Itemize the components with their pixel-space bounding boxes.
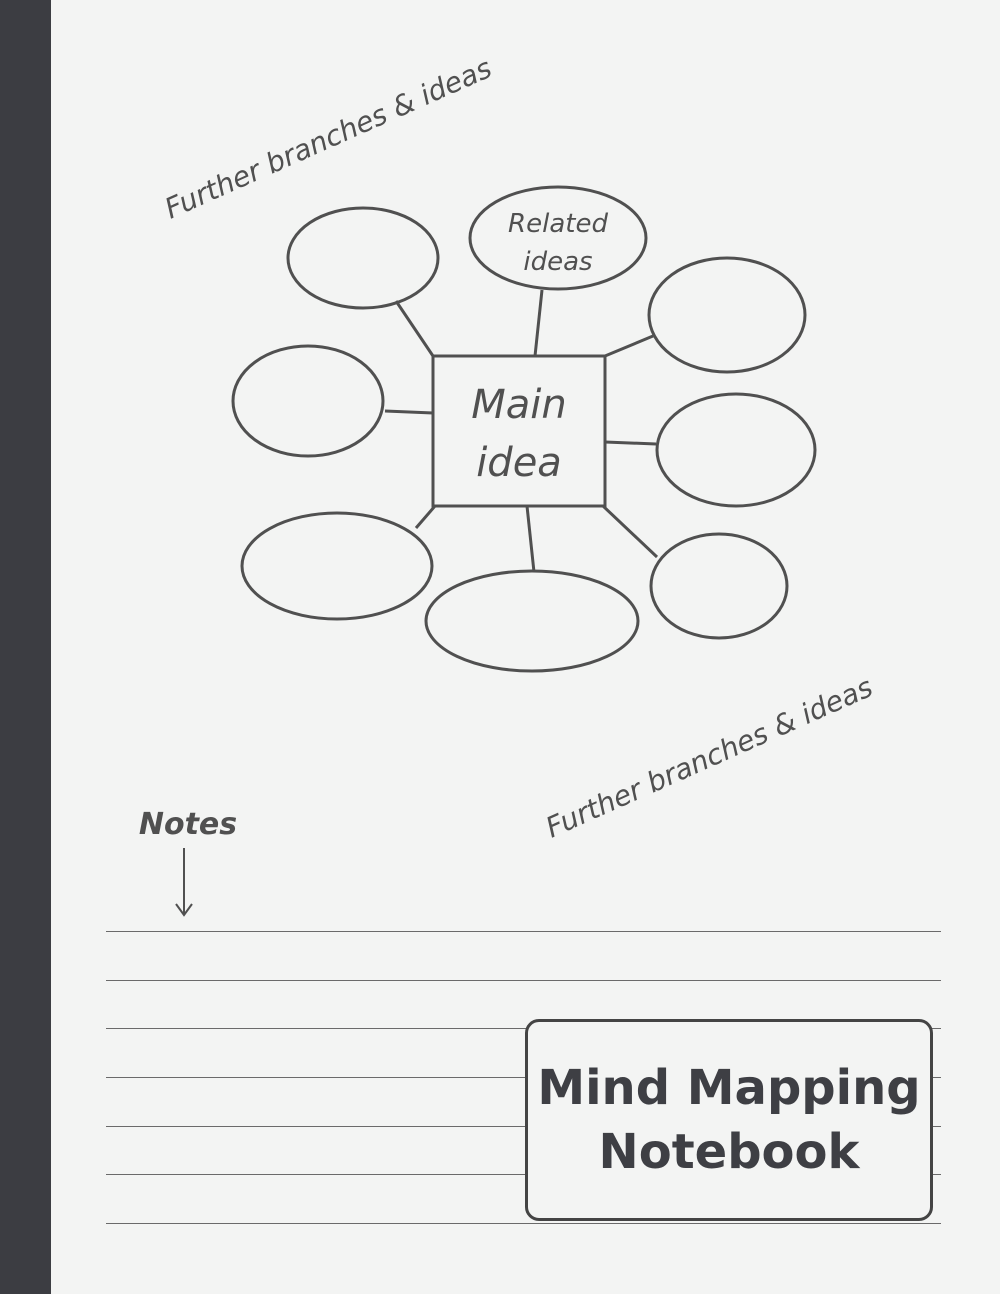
related-ideas-label-2: ideas bbox=[523, 247, 592, 277]
main-idea-label-1: Main bbox=[471, 382, 567, 428]
note-line-5 bbox=[106, 1126, 941, 1127]
title-line-1: Mind Mapping bbox=[537, 1060, 921, 1116]
branch-label-top: Further branches & ideas bbox=[160, 51, 497, 225]
related-ideas-bubble bbox=[468, 185, 648, 291]
notebook-spine bbox=[0, 0, 51, 1294]
connector-top-left bbox=[394, 300, 435, 357]
related-ideas-label-1: Related bbox=[508, 209, 608, 239]
idea-bubble-right bbox=[655, 392, 817, 508]
note-line-3 bbox=[106, 1028, 941, 1029]
idea-bubble-bottom-right bbox=[649, 532, 789, 640]
arrow-down-icon bbox=[175, 848, 193, 917]
idea-bubble-left bbox=[231, 344, 385, 458]
idea-bubble-bottom bbox=[424, 569, 640, 673]
note-line-7 bbox=[106, 1223, 941, 1224]
idea-bubble-top-right bbox=[647, 256, 807, 374]
connector-right bbox=[604, 440, 657, 446]
connector-bottom-left bbox=[414, 505, 437, 529]
branch-label-bottom: Further branches & ideas bbox=[541, 670, 878, 844]
notes-label: Notes bbox=[139, 807, 237, 842]
title-line-2: Notebook bbox=[598, 1124, 860, 1180]
connector-top-right bbox=[604, 334, 654, 358]
title-box: Mind Mapping Notebook bbox=[525, 1019, 933, 1221]
idea-bubble-top-left bbox=[286, 206, 440, 310]
connector-left bbox=[384, 409, 434, 415]
connector-top bbox=[533, 289, 544, 357]
main-idea-label-2: idea bbox=[476, 440, 562, 486]
idea-bubble-bottom-left bbox=[240, 511, 434, 621]
connector-bottom bbox=[525, 505, 536, 573]
note-line-1 bbox=[106, 931, 941, 932]
note-line-2 bbox=[106, 980, 941, 981]
note-line-6 bbox=[106, 1174, 941, 1175]
note-line-4 bbox=[106, 1077, 941, 1078]
main-idea-box bbox=[431, 354, 607, 508]
connector-bottom-right bbox=[601, 504, 659, 559]
